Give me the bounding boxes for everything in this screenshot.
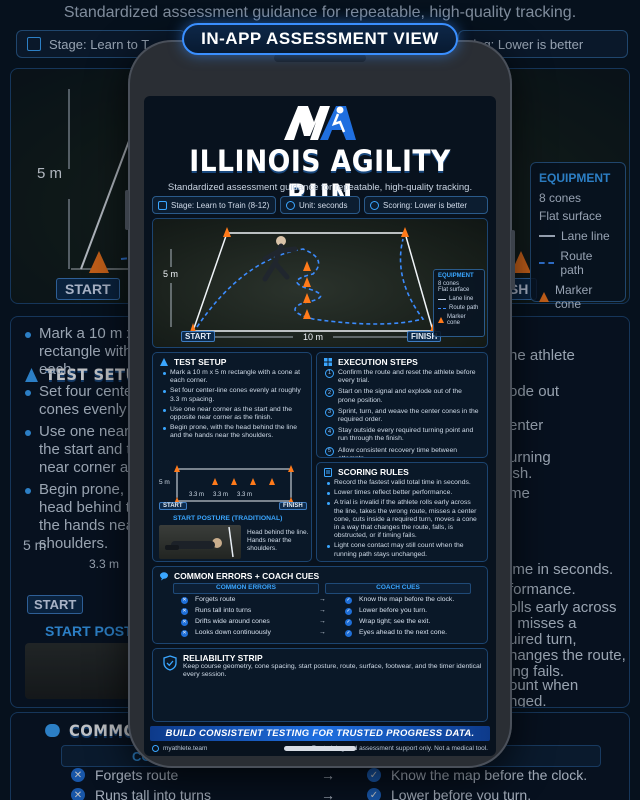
phone-frame: ILLINOIS AGILITY RUN Standardized assess… (125, 40, 515, 768)
error-row: ✕Drifts wide around cones→✓Wrap tight; s… (181, 618, 431, 626)
clipboard-icon (324, 468, 332, 477)
pill-scoring: Scoring: Lower is better (364, 196, 488, 214)
home-indicator[interactable] (284, 746, 356, 751)
bg-execution-panel: he athlete ode out enter urning ish. me … (496, 316, 630, 708)
equipment-box: EQUIPMENT 8 cones Flat surface Lane line… (433, 269, 485, 337)
brand-logo (284, 106, 356, 140)
error-row: ✕Runs tall into turns→✓Lower before you … (181, 607, 428, 615)
pill-unit: Unit: seconds (280, 196, 360, 214)
cone-icon (438, 317, 444, 323)
page-subtitle: Standardized assessment guidance for rep… (167, 182, 473, 193)
x-icon: ✕ (71, 768, 85, 782)
bg-subtitle: Standardized assessment guidance for rep… (63, 4, 577, 21)
errors-card: COMMON ERRORS + COACH CUES COMMON ERRORS… (152, 566, 488, 644)
course-diagram: 5 m 10 m START FINISH EQUIPMENT 8 cones … (152, 218, 488, 348)
footer: myathlete.team For training and assessme… (150, 744, 490, 756)
errors-column-header: COMMON ERRORS (173, 583, 319, 594)
bg-equipment-box: EQUIPMENT 8 cones Flat surface Lane line… (530, 162, 626, 311)
error-row: ✕Forgets route→✓Know the map before the … (181, 596, 455, 604)
bg-dim-5m: 5 m (37, 165, 63, 182)
route-path-icon (438, 307, 446, 309)
bg-start-label: START (56, 278, 120, 300)
volume-button[interactable] (125, 190, 129, 230)
test-setup-card: TEST SETUP Mark a 10 m x 5 m rectangle w… (152, 352, 312, 562)
posture-text: Head behind the line. Hands near the sho… (247, 529, 309, 552)
power-button[interactable] (511, 230, 515, 290)
start-posture-photo (159, 525, 241, 559)
calendar-icon (158, 200, 167, 210)
check-icon: ✓ (367, 768, 381, 782)
chat-icon (160, 572, 168, 581)
check-icon: ✓ (345, 630, 352, 637)
speaker-notch (274, 54, 366, 62)
pill-stage: Stage: Learn to Train (8-12) (152, 196, 276, 214)
cone-icon (160, 358, 168, 366)
lane-line-icon (438, 298, 446, 300)
lane-line-icon (539, 235, 555, 237)
dim-5m-label: 5 m (163, 269, 179, 279)
x-icon: ✕ (181, 619, 188, 626)
reliability-title: RELIABILITY STRIP (183, 653, 263, 663)
cta-banner: BUILD CONSISTENT TESTING FOR TRUSTED PRO… (150, 726, 490, 741)
route-path-icon (539, 262, 555, 264)
cone-icon (25, 367, 38, 382)
check-icon: ✓ (345, 619, 352, 626)
footer-disclaimer: For training and assessment support only… (311, 745, 488, 752)
calendar-icon (27, 37, 41, 51)
check-icon: ✓ (367, 788, 381, 800)
shield-icon (163, 655, 177, 671)
cone-icon (539, 292, 549, 302)
reliability-card: RELIABILITY STRIP Keep course geometry, … (152, 648, 488, 722)
start-label: START (181, 331, 216, 342)
posture-heading: START POSTURE (TRADITIONAL) (173, 515, 283, 522)
chat-icon (45, 724, 60, 737)
footer-site-link[interactable]: myathlete.team (163, 745, 208, 752)
check-icon: ✓ (345, 597, 352, 604)
x-icon: ✕ (181, 608, 188, 615)
x-icon: ✕ (71, 788, 85, 800)
scoring-card: SCORING RULES Record the fastest valid t… (316, 462, 488, 562)
globe-icon (152, 745, 159, 752)
dim-10m-label: 10 m (303, 332, 324, 342)
info-pills: Stage: Learn to Train (8-12) Unit: secon… (152, 196, 488, 214)
gauge-icon (370, 200, 379, 210)
reliability-text: Keep course geometry, cone spacing, star… (183, 663, 482, 679)
x-icon: ✕ (181, 597, 188, 604)
check-icon: ✓ (345, 608, 352, 615)
view-badge: IN-APP ASSESSMENT VIEW (182, 23, 458, 55)
error-row: ✕Looks down continuously→✓Eyes ahead to … (181, 629, 448, 637)
clock-icon (286, 200, 295, 210)
cues-column-header: COACH CUES (325, 583, 471, 594)
phone-screen[interactable]: ILLINOIS AGILITY RUN Standardized assess… (144, 96, 496, 756)
x-icon: ✕ (181, 630, 188, 637)
grid-icon (324, 358, 332, 366)
